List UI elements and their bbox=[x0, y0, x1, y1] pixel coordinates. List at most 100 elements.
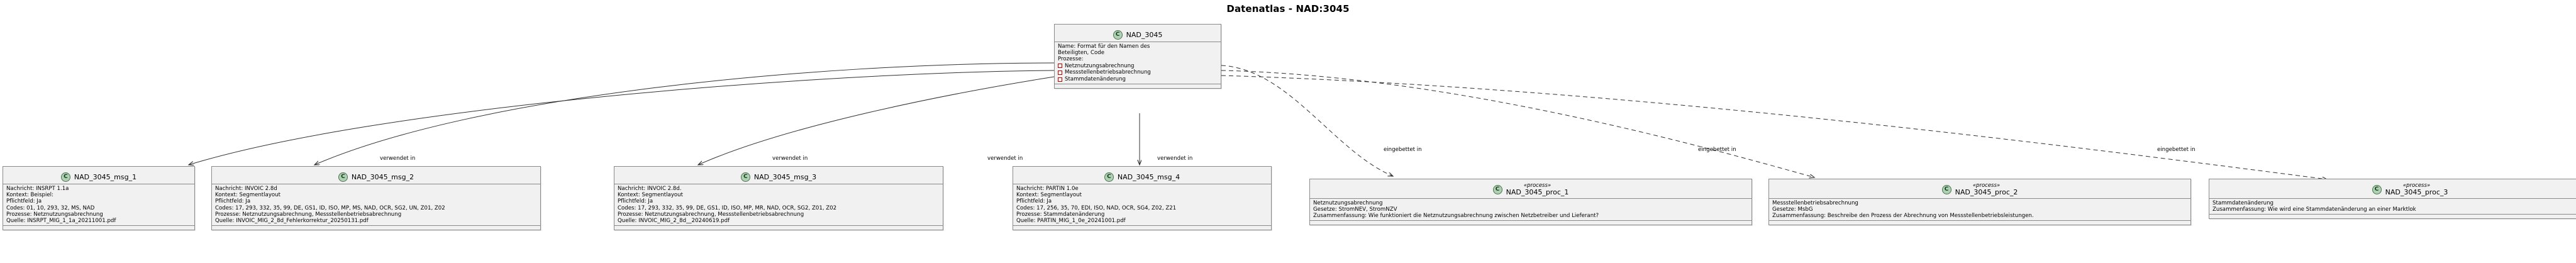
attribute-line: Prozesse: Netznutzungsabrechnung bbox=[6, 211, 103, 218]
edge-msg1 bbox=[189, 70, 1055, 165]
edge-label-proc3: eingebettet in bbox=[2157, 147, 2196, 153]
class-header: C «process» NAD_3045_proc_1 bbox=[1310, 179, 1752, 199]
attribute-line: Netznutzungsabrechnung bbox=[1313, 199, 1383, 206]
class-icon: C bbox=[2372, 185, 2382, 194]
class-footer bbox=[1769, 221, 2190, 225]
class-icon: C bbox=[60, 172, 70, 182]
class-header: C «process» NAD_3045_proc_2 bbox=[1769, 179, 2190, 199]
class-icon: C bbox=[1941, 185, 1951, 194]
class-title: NAD_3045_proc_1 bbox=[1506, 188, 1569, 197]
edge-label-msg4: verwendet in bbox=[1157, 155, 1193, 162]
attribute-line: Prozesse: Netznutzungsabrechnung, Messst… bbox=[618, 211, 804, 218]
attribute-line: Zusammenfassung: Wie funktioniert die Ne… bbox=[1313, 213, 1599, 220]
class-attributes: Name: Format für den Namen des Beteiligt… bbox=[1055, 42, 1221, 85]
attribute-line: Pflichtfeld: Ja bbox=[618, 198, 653, 205]
attribute-line: Quelle: INVOIC_MIG_2_8d_Fehlerkorrektur_… bbox=[215, 218, 369, 225]
edge-label-msg1: verwendet in bbox=[380, 155, 416, 162]
attribute-line: Codes: 17, 293, 332, 35, 99, DE, GS1, ID… bbox=[618, 204, 837, 211]
attribute-line: Kontext: Beispiel: bbox=[6, 192, 53, 199]
attribute-line: Prozesse: Stammdatenänderung bbox=[1016, 211, 1105, 218]
class-icon: C bbox=[1492, 185, 1502, 194]
process-item: Messstellenbetriebsabrechnung bbox=[1058, 69, 1218, 76]
edge-proc1 bbox=[1221, 65, 1393, 176]
process-label: Netznutzungsabrechnung bbox=[1065, 62, 1135, 69]
class-box-nad-3045-msg-2[interactable]: C NAD_3045_msg_2 Nachricht: INVOIC 2.8d … bbox=[211, 166, 541, 231]
edge-proc3 bbox=[1221, 75, 2327, 179]
attribute-line: Codes: 01, 10, 293, 32, MS, NAD bbox=[6, 204, 95, 211]
class-footer bbox=[1055, 84, 1221, 89]
class-title: NAD_3045 bbox=[1126, 30, 1163, 39]
class-stereotype: «process» bbox=[2402, 182, 2431, 189]
attribute-line: Pflichtfeld: Ja bbox=[6, 198, 42, 205]
edge-label-msg2: verwendet in bbox=[772, 155, 808, 162]
attribute-line: Prozesse: bbox=[1058, 56, 1084, 63]
class-box-nad-3045-msg-1[interactable]: C NAD_3045_msg_1 Nachricht: INSRPT 1.1a … bbox=[3, 166, 195, 231]
class-title: NAD_3045_msg_3 bbox=[753, 172, 817, 181]
attribute-line: Prozesse: Netznutzungsabrechnung, Messst… bbox=[215, 211, 402, 218]
class-header: C NAD_3045_msg_4 bbox=[1013, 167, 1271, 184]
class-title: NAD_3045_msg_1 bbox=[74, 172, 137, 181]
class-box-nad-3045-msg-4[interactable]: C NAD_3045_msg_4 Nachricht: PARTIN 1.0e … bbox=[1013, 166, 1272, 231]
class-footer bbox=[2209, 215, 2576, 219]
attribute-line: Zusammenfassung: Wie wird eine Stammdate… bbox=[2212, 206, 2416, 213]
page-title: Datenatlas - NAD:3045 bbox=[1226, 3, 1350, 14]
class-attributes: Netznutzungsabrechnung Gesetze: StromNEV… bbox=[1310, 198, 1752, 221]
class-footer bbox=[3, 226, 194, 230]
attribute-line: Kontext: Segmentlayout bbox=[215, 192, 280, 199]
attribute-line: Codes: 17, 293, 332, 35, 99, DE, GS1, ID… bbox=[215, 204, 445, 211]
attribute-line: Gesetze: StromNEV, StromNZV bbox=[1313, 206, 1397, 213]
class-box-nad-3045-proc-3[interactable]: C «process» NAD_3045_proc_3 Stammdatenän… bbox=[2209, 179, 2576, 220]
attribute-line: Stammdatenänderung bbox=[2212, 199, 2273, 206]
class-attributes: Nachricht: INSRPT 1.1a Kontext: Beispiel… bbox=[3, 184, 194, 227]
class-box-nad-3045[interactable]: C NAD_3045 Name: Format für den Namen de… bbox=[1054, 24, 1221, 89]
attribute-line: Kontext: Segmentlayout bbox=[1016, 192, 1082, 199]
bullet-square-icon bbox=[1058, 64, 1062, 69]
attribute-line: Kontext: Segmentlayout bbox=[618, 192, 683, 199]
class-title: NAD_3045_proc_3 bbox=[2385, 188, 2448, 197]
class-title: NAD_3045_msg_2 bbox=[351, 172, 414, 181]
class-attributes: Nachricht: INVOIC 2.8d Kontext: Segmentl… bbox=[212, 184, 540, 227]
class-header: C NAD_3045_msg_1 bbox=[3, 167, 194, 184]
class-title: NAD_3045_proc_2 bbox=[1955, 188, 2018, 197]
class-icon: C bbox=[338, 172, 348, 182]
attribute-line: Nachricht: INVOIC 2.8d bbox=[215, 186, 277, 192]
attribute-line: Nachricht: INVOIC 2.8d. bbox=[618, 186, 682, 192]
attribute-line: Name: Format für den Namen des bbox=[1058, 43, 1150, 50]
class-header: C «process» NAD_3045_proc_3 bbox=[2209, 179, 2576, 199]
class-attributes: Stammdatenänderung Zusammenfassung: Wie … bbox=[2209, 198, 2576, 215]
class-icon: C bbox=[1104, 172, 1114, 182]
class-attributes: Nachricht: PARTIN 1.0e Kontext: Segmentl… bbox=[1013, 184, 1271, 227]
class-footer bbox=[1310, 221, 1752, 225]
attribute-line: Nachricht: PARTIN 1.0e bbox=[1016, 186, 1079, 192]
class-stereotype: «process» bbox=[1523, 182, 1552, 189]
attribute-line: Pflichtfeld: Ja bbox=[1016, 198, 1052, 205]
edge-msg3 bbox=[698, 76, 1055, 165]
edge-msg2 bbox=[314, 62, 1055, 165]
edge-label-proc1: eingebettet in bbox=[1384, 147, 1422, 153]
attribute-line: Codes: 17, 256, 35, 70, EDI, ISO, NAD, O… bbox=[1016, 204, 1177, 211]
class-attributes: Messstellenbetriebsabrechnung Gesetze: M… bbox=[1769, 198, 2190, 221]
attribute-line: Messstellenbetriebsabrechnung bbox=[1772, 199, 1858, 206]
class-header: C NAD_3045_msg_3 bbox=[614, 167, 943, 184]
process-item: Stammdatenänderung bbox=[1058, 76, 1218, 83]
class-icon: C bbox=[1113, 30, 1123, 40]
bullet-square-icon bbox=[1058, 77, 1062, 82]
attribute-line: Zusammenfassung: Beschreibe den Prozess … bbox=[1772, 213, 2034, 220]
attribute-line: Beteiligten, Code bbox=[1058, 50, 1105, 57]
attribute-line: Pflichtfeld: Ja bbox=[215, 198, 251, 205]
class-attributes: Nachricht: INVOIC 2.8d. Kontext: Segment… bbox=[614, 184, 943, 227]
edge-label-proc2: eingebettet in bbox=[1698, 147, 1736, 153]
class-box-nad-3045-proc-1[interactable]: C «process» NAD_3045_proc_1 Netznutzungs… bbox=[1309, 179, 1752, 226]
class-stereotype: «process» bbox=[1972, 182, 2001, 189]
process-item: Netznutzungsabrechnung bbox=[1058, 63, 1218, 70]
class-box-nad-3045-proc-2[interactable]: C «process» NAD_3045_proc_2 Messstellenb… bbox=[1768, 179, 2191, 226]
class-header: C NAD_3045_msg_2 bbox=[212, 167, 540, 184]
class-footer bbox=[1013, 226, 1271, 230]
class-title: NAD_3045_msg_4 bbox=[1117, 172, 1180, 181]
attribute-line: Nachricht: INSRPT 1.1a bbox=[6, 186, 69, 192]
process-label: Messstellenbetriebsabrechnung bbox=[1065, 69, 1151, 76]
attribute-line: Quelle: INVOIC_MIG_2_8d__20240619.pdf bbox=[618, 218, 730, 225]
class-icon: C bbox=[740, 172, 750, 182]
class-box-nad-3045-msg-3[interactable]: C NAD_3045_msg_3 Nachricht: INVOIC 2.8d.… bbox=[614, 166, 943, 231]
